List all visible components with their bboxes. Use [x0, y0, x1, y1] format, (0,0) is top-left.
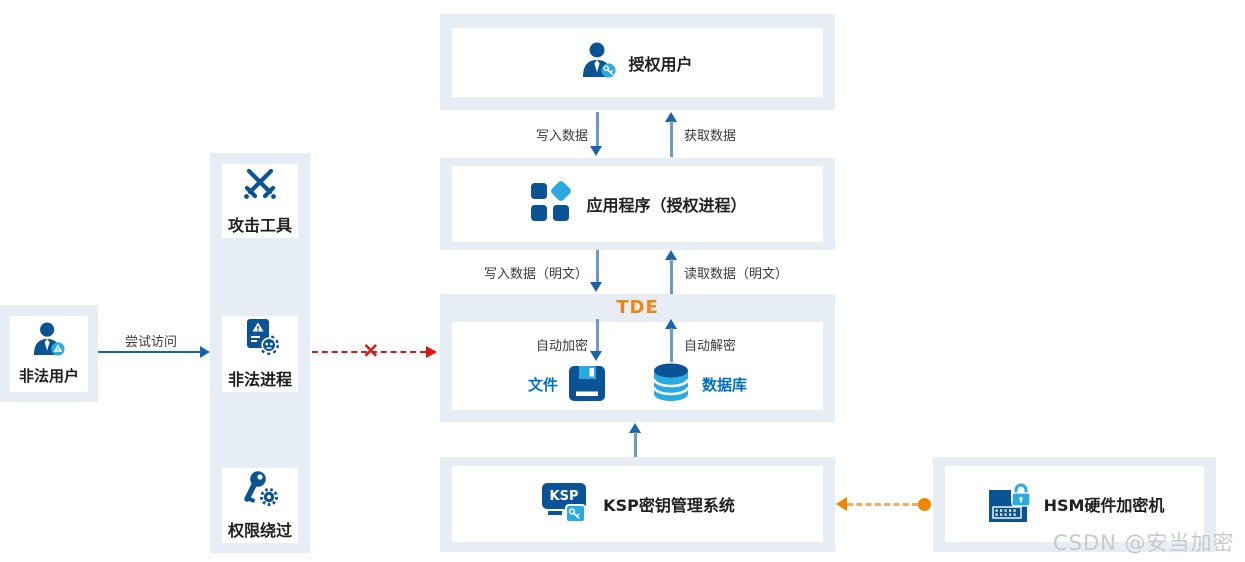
tde-card: [452, 322, 823, 410]
tde-title: TDE: [616, 297, 659, 318]
hsm-ksp-line: [847, 503, 918, 506]
illegal-user-card: 非法用户: [10, 316, 88, 392]
hsm-icon: [985, 480, 1031, 528]
auto-decrypt-label: 自动解密: [684, 339, 737, 354]
database-icon: [651, 362, 691, 407]
write-data-arrow-line: [596, 112, 599, 147]
threat-card-attack-tools: 攻击工具: [222, 164, 298, 238]
auto-encrypt-arrowhead: [590, 351, 602, 361]
ksp-label: KSP密钥管理系统: [603, 496, 735, 515]
attempt-access-label: 尝试访问: [124, 335, 177, 350]
read-plaintext-arrow-line: [670, 259, 673, 294]
privilege-bypass-icon: [241, 470, 279, 510]
ksp-card: KSP KSP密钥管理系统: [452, 466, 823, 542]
illegal-process-label: 非法进程: [227, 370, 292, 389]
write-data-arrowhead: [590, 146, 602, 156]
fetch-data-arrowhead: [665, 112, 677, 122]
ksp-to-tde-arrowhead: [629, 423, 641, 433]
blocked-x-mark: ×: [362, 338, 380, 362]
attack-tools-label: 攻击工具: [227, 215, 292, 235]
application-label: 应用程序（授权进程）: [586, 196, 747, 215]
file-group: 文件: [528, 364, 605, 406]
attempt-access-line: [98, 351, 200, 353]
write-plaintext-label: 写入数据（明文）: [483, 267, 588, 282]
hsm-label: HSM硬件加密机: [1043, 496, 1165, 515]
file-label: 文件: [527, 376, 558, 394]
database-label: 数据库: [702, 376, 748, 394]
write-data-label: 写入数据: [535, 129, 588, 144]
illegal-user-label: 非法用户: [18, 367, 79, 385]
authorized-user-icon: [582, 42, 616, 83]
file-icon: [569, 364, 605, 406]
illegal-process-icon: [240, 318, 280, 359]
auto-encrypt-arrow-line: [596, 319, 599, 352]
ksp-icon-text: KSP: [550, 489, 579, 504]
read-plaintext-label: 读取数据（明文）: [684, 267, 789, 282]
auto-decrypt-arrow-line: [670, 328, 673, 362]
tde-storage-row: 文件 数据库: [452, 362, 823, 407]
authorized-user-card: 授权用户: [452, 28, 823, 97]
hsm-ksp-arrowhead: [836, 497, 847, 511]
fetch-data-arrow-line: [670, 121, 673, 157]
auto-encrypt-label: 自动加密: [535, 339, 588, 354]
ksp-to-tde-arrow-line: [634, 432, 637, 457]
threat-card-privilege-bypass: 权限绕过: [222, 468, 298, 543]
blocked-access-arrowhead: [426, 346, 437, 358]
blocked-access-line: [312, 351, 426, 353]
database-group: 数据库: [651, 362, 747, 407]
illegal-user-icon: [33, 322, 65, 361]
application-icon: [528, 180, 572, 228]
read-plaintext-arrowhead: [665, 250, 677, 260]
threat-card-illegal-process: 非法进程: [222, 316, 298, 392]
attempt-access-arrowhead: [200, 346, 210, 358]
ksp-icon: KSP: [540, 480, 590, 528]
hsm-ksp-endpoint-dot: [918, 498, 931, 511]
auto-decrypt-arrowhead: [665, 319, 677, 329]
authorized-user-label: 授权用户: [628, 54, 693, 74]
application-card: 应用程序（授权进程）: [452, 166, 823, 242]
attack-tools-icon: [241, 167, 279, 205]
watermark: CSDN @安当加密: [1053, 531, 1235, 555]
hsm-card: HSM硬件加密机: [945, 466, 1204, 542]
fetch-data-label: 获取数据: [684, 129, 737, 144]
write-plaintext-arrow-line: [596, 250, 599, 283]
privilege-bypass-label: 权限绕过: [227, 521, 292, 540]
write-plaintext-arrowhead: [590, 282, 602, 292]
